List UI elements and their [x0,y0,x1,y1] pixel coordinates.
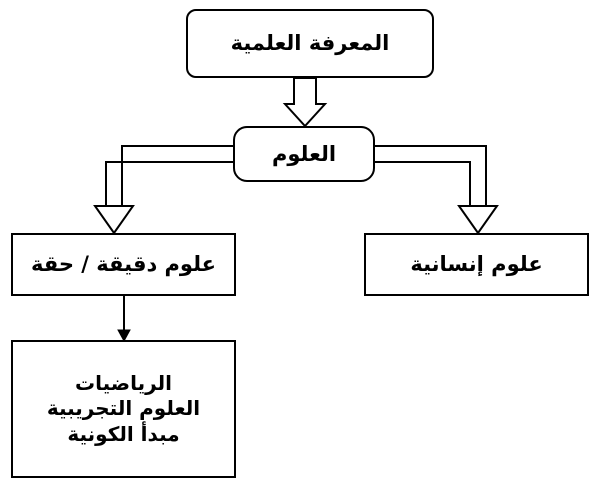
node-human-sciences: علوم إنسانية [364,233,589,296]
node-scientific-knowledge: المعرفة العلمية [186,9,434,78]
node-sciences: العلوم [233,126,375,182]
arrow-exact-to-list [117,296,131,343]
node-exact-sciences: علوم دقيقة / حقة [11,233,236,296]
node-exact-sciences-list: الرياضيات العلوم التجريبية مبدأ الكونية [11,340,236,478]
arrow-sciences-to-human [375,145,499,235]
arrow-root-to-sciences [282,77,328,128]
arrow-sciences-to-exact [93,145,233,235]
